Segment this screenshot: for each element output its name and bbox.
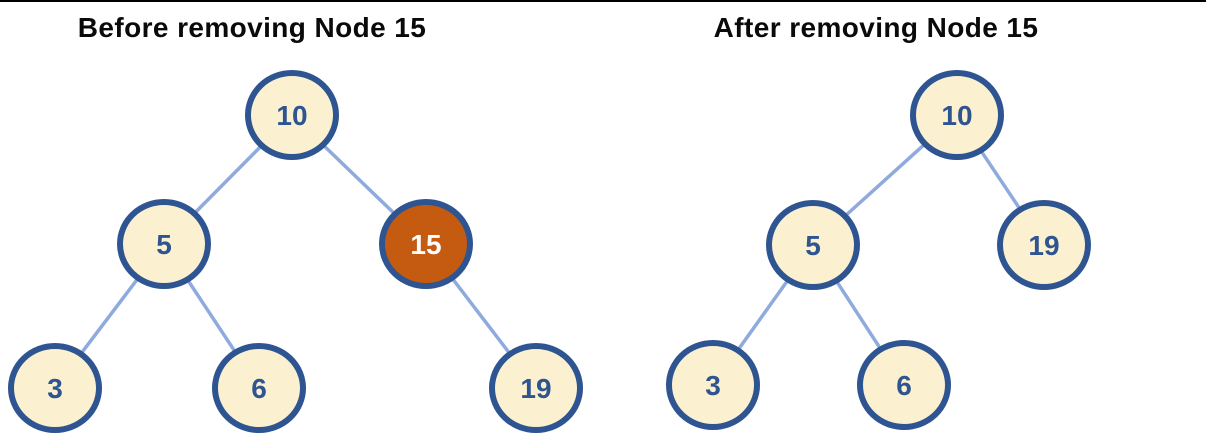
tree-node-19: 19 <box>997 200 1091 290</box>
tree-node-6: 6 <box>212 343 306 433</box>
node-label: 19 <box>1028 230 1059 261</box>
panel-before: 10 5 15 3 6 19 Before removing Node 15 <box>8 12 583 433</box>
node-label: 5 <box>156 229 172 260</box>
tree-node-5: 5 <box>117 199 211 289</box>
tree-node-3: 3 <box>8 343 102 433</box>
tree-node-10: 10 <box>910 70 1004 160</box>
panel-title-after: After removing Node 15 <box>714 12 1039 43</box>
tree-node-10: 10 <box>245 70 339 160</box>
tree-node-19: 19 <box>489 343 583 433</box>
node-label: 3 <box>47 373 63 404</box>
node-circle <box>489 343 583 433</box>
node-circle <box>857 340 951 430</box>
node-label: 10 <box>941 100 972 131</box>
node-circle <box>245 70 339 160</box>
node-label: 15 <box>410 229 441 260</box>
node-circle <box>117 199 211 289</box>
node-circle <box>212 343 306 433</box>
node-label: 19 <box>520 373 551 404</box>
node-label: 6 <box>251 373 267 404</box>
node-label: 3 <box>705 370 721 401</box>
panel-after: 10 5 19 3 6 After removing Node 15 <box>666 12 1091 430</box>
tree-node-15: 15 <box>379 199 473 289</box>
tree-node-6: 6 <box>857 340 951 430</box>
tree-node-5: 5 <box>766 200 860 290</box>
node-label: 5 <box>805 230 821 261</box>
node-circle <box>766 200 860 290</box>
node-label: 6 <box>896 370 912 401</box>
top-border-line <box>0 0 1206 2</box>
node-circle <box>910 70 1004 160</box>
node-label: 10 <box>276 100 307 131</box>
node-circle <box>666 340 760 430</box>
node-circle <box>8 343 102 433</box>
node-circle <box>997 200 1091 290</box>
panel-title-before: Before removing Node 15 <box>78 12 426 43</box>
tree-node-3: 3 <box>666 340 760 430</box>
node-circle-highlighted <box>379 199 473 289</box>
